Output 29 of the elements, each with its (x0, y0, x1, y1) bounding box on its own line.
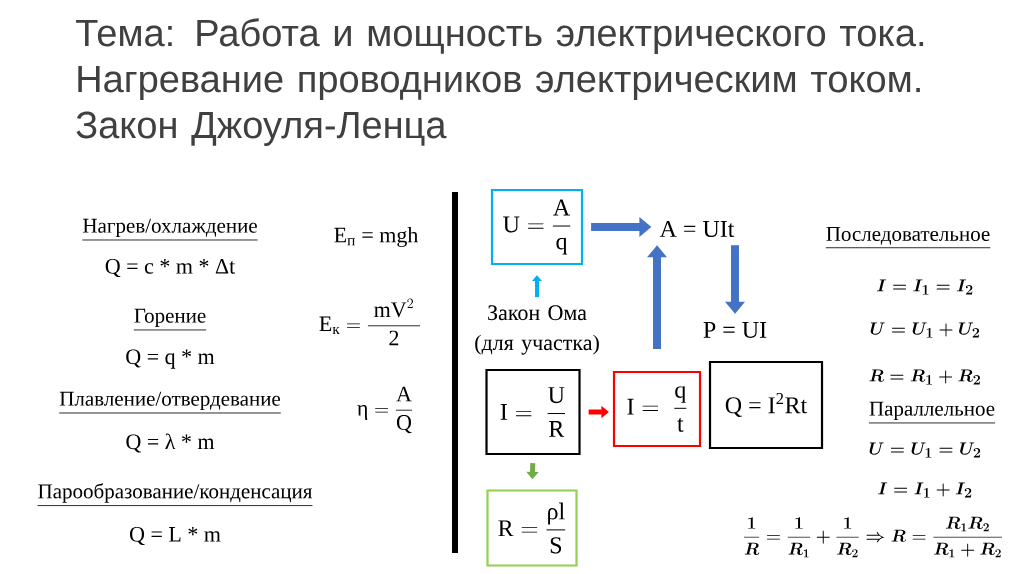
formula-box: $\text{R} = \frac{\text{ρl}}{\text{S}}$ (486, 489, 578, 567)
formula-box: $\text{U} = \frac{\text{A}}{\text{q}}$ (490, 188, 584, 266)
law-caption: Закон Ома (для участка) (475, 305, 599, 355)
formula: Q = λ * m (126, 433, 215, 453)
formula-box: $\text{I} = \;\frac{\text{q}}{\text{t}}$ (612, 370, 702, 448)
section-heading: Горение (133, 308, 207, 331)
section-heading: Параллельное (868, 401, 996, 424)
formula: $\boldsymbol{U = U_1 + U_2}$ (870, 322, 980, 338)
formula: $\boldsymbol{I = I_1 = I_2}$ (877, 279, 973, 295)
section-heading: Плавление/отвердевание (58, 391, 282, 414)
formula-text: P = UI (703, 322, 767, 338)
formula: $\boldsymbol{I = I_1 + I_2}$ (878, 482, 972, 498)
formula-text: A = UIt (659, 220, 735, 238)
formula-box: $\text{I} = \;\frac{\text{U}}{\text{R}}$ (485, 368, 581, 456)
formula: $\boldsymbol{\frac{1}{R} = \frac{1}{R_1} + \frac{1}{R_2} \Rightarrow R = \frac{R_1 R_2}{R_1 + R_2}}$ (744, 516, 1002, 558)
arrow (532, 275, 542, 298)
formula: E$_{п}$ = mgh (334, 227, 419, 247)
formula: $\boldsymbol{R = R_1 + R_2}$ (869, 369, 980, 385)
section-heading: Нагрев/охлаждение (81, 218, 259, 241)
formula: $\text{E}_{\text{к}} = \frac{\;\text{mV}^{2}\;}{\text{2}}$ (319, 298, 420, 346)
title: Тема: Работа и мощность электрического тока. Нагревание проводников электрическим током. Закон Джоуля-Ленца (76, 18, 924, 146)
section-heading: Последовательное (825, 227, 991, 249)
section-heading: Парообразование/конденсация (37, 483, 313, 506)
formula: Q = q * m (126, 349, 215, 369)
formula: $\text{η} = \frac{\text{A}}{\text{Q}}$ (357, 386, 412, 434)
formula: Q = c * m * Δt (105, 258, 236, 278)
formula-box: Q = I$^{2}$Rt (708, 360, 824, 450)
formula: Q = L * m (130, 526, 221, 546)
formula: $\boldsymbol{U = U_1 = U_2}$ (869, 442, 981, 458)
